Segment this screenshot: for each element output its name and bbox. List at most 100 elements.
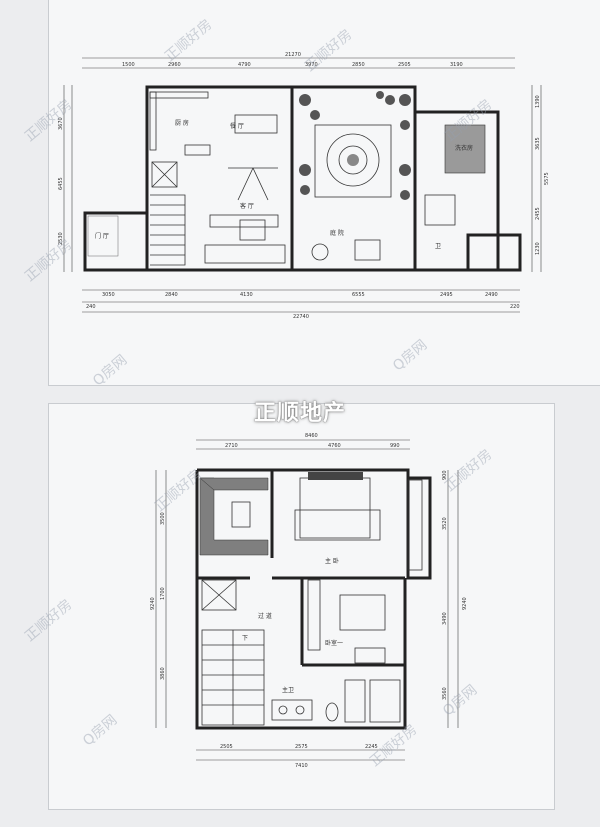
dim-left: 3670	[58, 117, 64, 130]
dim-top: 2505	[398, 62, 411, 68]
label-kitchen: 厨 房	[175, 119, 189, 127]
label-hall: 门 厅	[95, 232, 109, 240]
bed	[299, 477, 371, 539]
closet-2	[307, 579, 321, 651]
dims-bottom-row: 3050 2840 4130 6555 2495 2490 240 22740 …	[86, 292, 520, 320]
sofa	[204, 244, 286, 264]
dim-right: 5575	[544, 172, 550, 185]
desk	[354, 647, 386, 664]
dim-bottom: 2505	[220, 744, 233, 750]
dim-left: 1700	[160, 587, 166, 600]
label-living: 客 厅	[240, 202, 254, 210]
label-laundry: 洗衣房	[455, 144, 473, 152]
bathtub	[369, 679, 401, 723]
courtyard-grid	[314, 124, 392, 198]
dim-bottom: 3050	[102, 292, 115, 298]
dim-right-total: 9240	[462, 597, 468, 610]
dim-top: 2960	[168, 62, 181, 68]
storage	[87, 215, 119, 257]
label-down: 下	[242, 635, 248, 642]
label-master: 主 卧	[325, 557, 339, 565]
annex-wall	[466, 233, 522, 272]
dim-left: 3500	[160, 512, 166, 525]
dim-right: 3490	[442, 612, 448, 625]
brand-watermark: 正顺地产	[253, 401, 346, 426]
label-bath: 卫	[435, 243, 441, 250]
dim-left: 2530	[58, 232, 64, 245]
dims-bottom-row: 2505 2575 2245 7410	[220, 744, 378, 769]
shower	[344, 679, 366, 723]
dining-table	[234, 114, 278, 134]
dim-bottom-2: 220	[510, 304, 520, 310]
vanity	[271, 699, 313, 721]
dim-right: 900	[442, 470, 448, 480]
dim-bottom: 2575	[295, 744, 308, 750]
dims-top-row: 2710 4760 990	[225, 443, 400, 449]
dim-top: 4760	[328, 443, 341, 449]
elevator	[151, 161, 178, 188]
label-bath: 主卫	[282, 686, 294, 694]
top-sheet	[48, 0, 600, 386]
elevator	[201, 579, 237, 611]
desk	[354, 239, 381, 261]
courtyard-wall	[292, 85, 417, 272]
stairs	[150, 194, 186, 266]
label-bedroom2: 卧室一	[325, 639, 343, 647]
toilet	[325, 702, 339, 722]
east-wall	[415, 110, 500, 272]
dim-top-total: 21270	[285, 52, 301, 58]
label-courtyard: 庭 院	[330, 229, 344, 237]
lamp	[228, 167, 278, 201]
dim-top: 2850	[352, 62, 365, 68]
label-hallway: 过 道	[258, 612, 272, 620]
counter	[184, 144, 211, 156]
dims-left-col: 3670 6455 2530	[58, 117, 64, 245]
counter	[149, 91, 209, 99]
counter	[149, 91, 157, 151]
dims-right-col: 1390 3635 5575 2455 1230	[535, 95, 550, 255]
fountain	[326, 133, 380, 187]
dim-bottom-2: 22740	[293, 314, 309, 320]
dims-right-col: 900 3520 3490 3560 9240	[442, 470, 468, 700]
dim-bottom: 2495	[440, 292, 453, 298]
dim-bottom: 2840	[165, 292, 178, 298]
dims-top-row: 1500 2960 4790 3970 2850 2505 3190	[122, 62, 463, 68]
partition	[197, 470, 405, 667]
dim-right: 2455	[535, 207, 541, 220]
dim-left: 6455	[58, 177, 64, 190]
dim-top: 1500	[122, 62, 135, 68]
dim-top: 3970	[305, 62, 318, 68]
dim-top: 3190	[450, 62, 463, 68]
balcony	[408, 476, 432, 578]
dim-right: 1390	[535, 95, 541, 108]
dim-top: 2710	[225, 443, 238, 449]
dim-right: 3520	[442, 517, 448, 530]
dim-top: 4790	[238, 62, 251, 68]
dim-left-total: 9240	[150, 597, 156, 610]
tiled-room	[444, 124, 486, 174]
dim-top: 990	[390, 443, 400, 449]
label-dining: 餐 厅	[230, 122, 244, 130]
dim-bottom-total: 7410	[295, 763, 308, 769]
stairs	[201, 629, 265, 726]
table	[231, 501, 251, 528]
dim-right: 1230	[535, 242, 541, 255]
sofa	[209, 214, 279, 228]
dim-left: 3860	[160, 667, 166, 680]
bathroom	[424, 194, 456, 226]
dim-bottom: 6555	[352, 292, 365, 298]
round-table	[311, 243, 329, 261]
dim-right: 3635	[535, 137, 541, 150]
dim-bottom: 4130	[240, 292, 253, 298]
coffee-table	[239, 219, 266, 241]
stair-wall	[83, 211, 149, 272]
dim-bottom: 2490	[485, 292, 498, 298]
dim-bottom-2: 240	[86, 304, 96, 310]
dim-right: 3560	[442, 687, 448, 700]
dims-left-col: 3500 1700 3860 9240	[150, 512, 166, 680]
floor-plan-1: 21270 1500 2960 4790 3970 2850 2505 3190…	[58, 52, 550, 320]
bed-2	[339, 594, 386, 631]
dim-bottom: 2245	[365, 744, 378, 750]
closet	[407, 479, 423, 571]
plants	[299, 91, 411, 200]
